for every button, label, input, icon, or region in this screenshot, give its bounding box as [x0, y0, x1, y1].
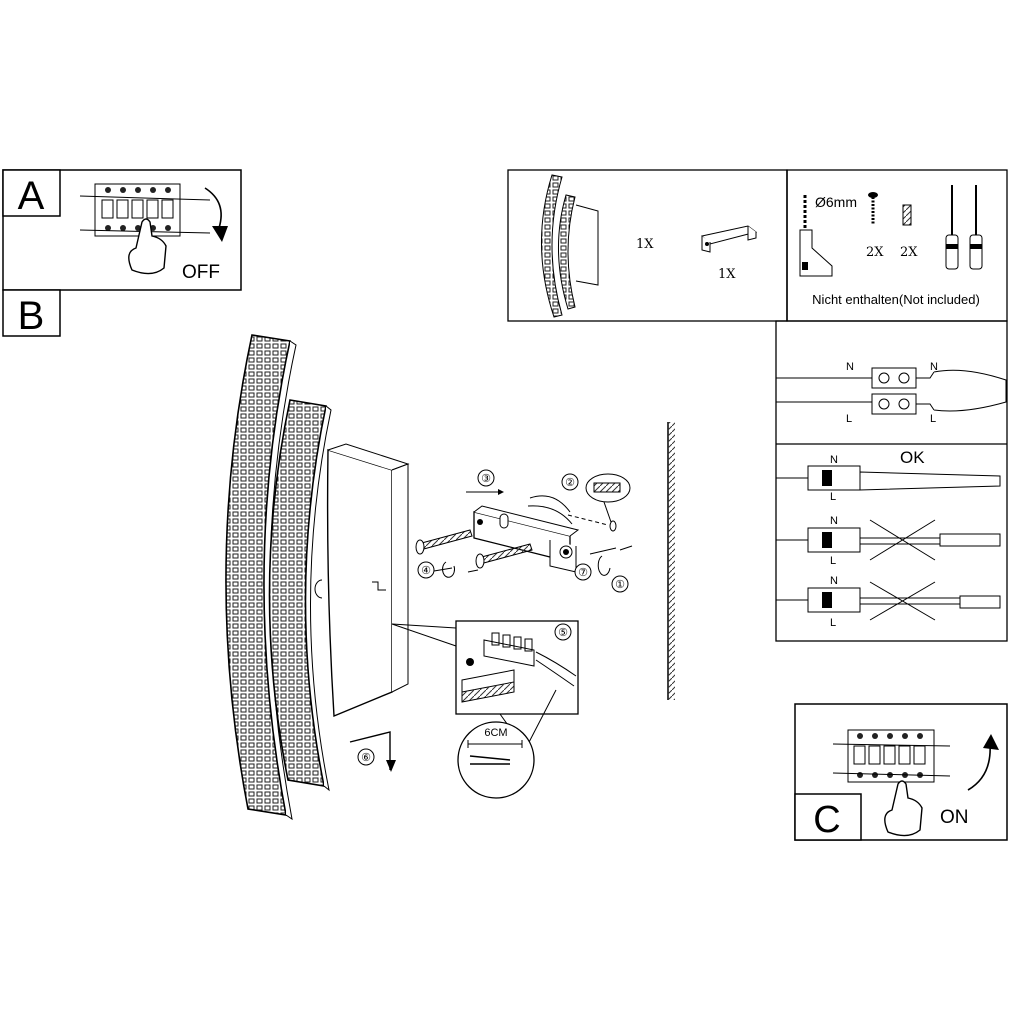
screw-icon	[475, 543, 533, 569]
neutral-label-left: N	[846, 361, 854, 373]
ok-neutral-label: N	[830, 454, 838, 466]
step-7-number: ⑦	[578, 567, 588, 579]
ok-live-label: L	[830, 491, 836, 503]
parts-box: 1X 1X	[507, 169, 788, 322]
live-label-left: L	[846, 413, 852, 425]
wiring-box: N L N L N L OK N L	[775, 320, 1008, 642]
wall-mount-box	[326, 449, 393, 718]
arrow-up-icon	[967, 743, 991, 791]
wrong1-neutral-label: N	[830, 515, 838, 527]
step-2-number: ②	[565, 477, 575, 489]
panel-a-letter-box	[2, 169, 61, 217]
bracket-detail: ③ ② ④ ⑦ ①	[415, 469, 633, 593]
step-3-number: ③	[481, 473, 491, 485]
step-5-number: ⑤	[558, 627, 568, 639]
screw-icon	[415, 529, 473, 555]
neutral-label-right: N	[930, 361, 938, 373]
plug-quantity: 2X	[900, 245, 918, 260]
step-6-number: ⑥	[361, 752, 371, 764]
wrong2-neutral-label: N	[830, 575, 838, 587]
tools-box: Ø6mm 2X 2X Nicht enthalten(Not included)	[786, 169, 1008, 322]
panel-a-letter: A	[18, 174, 45, 218]
lamp-assembly	[225, 334, 457, 821]
arrow-down-icon	[204, 187, 222, 229]
screw-icon	[868, 192, 878, 225]
ok-label: OK	[900, 448, 925, 467]
live-label-right: L	[930, 413, 936, 425]
screw-quantity: 2X	[866, 245, 884, 260]
wiring-wrong-example-1	[776, 519, 1001, 561]
arrow-head-icon	[983, 734, 999, 750]
step-4-number: ④	[421, 565, 431, 577]
drill-size: Ø6mm	[815, 194, 857, 210]
terminal-connection-diagram	[776, 367, 1007, 415]
on-label: ON	[940, 807, 969, 828]
lamp-thumbnail	[540, 174, 599, 318]
wrong2-live-label: L	[830, 617, 836, 629]
panel-c-power-on: C ON	[794, 703, 1008, 841]
breaker-icon	[832, 729, 951, 783]
wrong1-live-label: L	[830, 555, 836, 567]
terminal-detail: ⑤	[455, 620, 579, 715]
hand-icon	[128, 218, 167, 275]
screwdriver-icon	[945, 185, 983, 270]
panel-b-letter: B	[18, 294, 45, 338]
drill-icon	[799, 195, 833, 277]
wall-section	[667, 422, 675, 700]
bracket-thumbnail	[700, 225, 758, 253]
off-label: OFF	[182, 262, 220, 283]
breaker-icon	[79, 183, 211, 237]
arrow-head-icon	[212, 226, 228, 242]
hand-icon	[884, 780, 923, 837]
step-1-number: ①	[615, 579, 625, 591]
wall-plug-icon	[902, 204, 912, 226]
step-6-arrow: ⑥	[349, 731, 396, 772]
plug-callout	[585, 473, 631, 523]
lamp-quantity: 1X	[636, 237, 654, 252]
strip-length-detail: 6CM	[457, 689, 557, 799]
panel-a-power-off: A OFF	[2, 169, 242, 291]
wiring-ok-example	[776, 465, 1001, 491]
strip-length-label: 6CM	[484, 727, 507, 739]
wiring-wrong-example-2	[776, 581, 1001, 621]
not-included-note: Nicht enthalten(Not included)	[812, 292, 980, 307]
panel-b: B	[2, 289, 61, 338]
bracket-quantity: 1X	[718, 267, 736, 282]
panel-c-letter: C	[813, 799, 840, 841]
